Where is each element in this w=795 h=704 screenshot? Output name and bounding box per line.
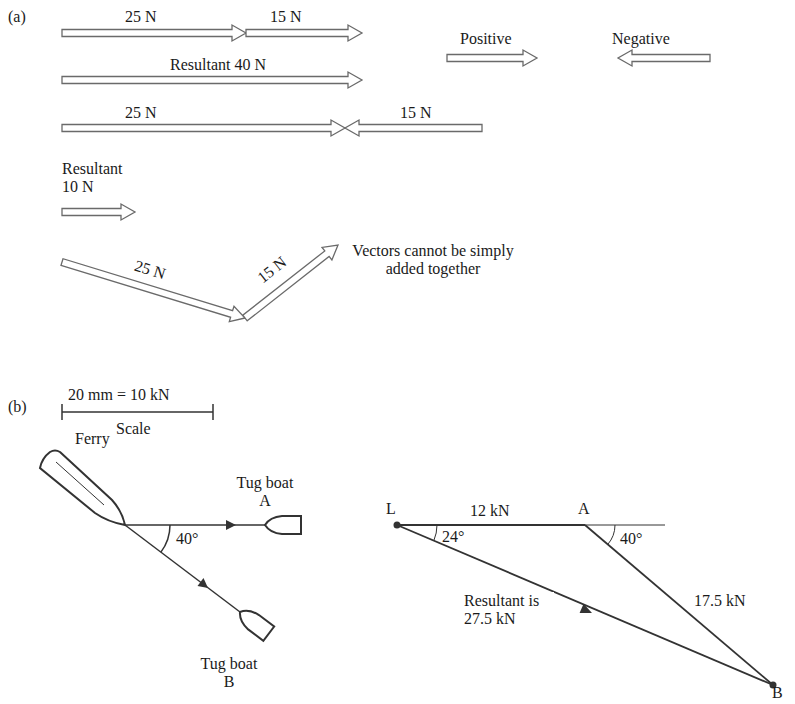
vector-label: Resultant is 27.5 kN	[462, 592, 554, 628]
vector-label: Tug boat A	[232, 474, 298, 510]
vector-label: Positive	[460, 30, 512, 48]
force-arrow	[246, 25, 362, 41]
tug-boat-shapes	[235, 516, 301, 641]
force-arrow	[447, 50, 537, 66]
vector-label: 12 kN	[470, 502, 510, 520]
vector-label: 40°	[176, 530, 198, 548]
triangle-points	[394, 522, 777, 689]
force-arrow	[62, 204, 135, 220]
vector-label: A	[578, 500, 590, 518]
vector-label: (b)	[8, 398, 27, 416]
vector-label: 20 mm = 10 kN	[68, 386, 169, 404]
vector-label: 24°	[442, 528, 464, 546]
force-arrow	[345, 120, 482, 136]
force-arrow	[62, 72, 362, 88]
vector-label: Vectors cannot be simply added together	[352, 242, 514, 278]
force-arrows	[61, 25, 710, 322]
vector-label: Tug boat B	[196, 655, 262, 691]
vector-label: Resultant 10 N	[62, 160, 136, 196]
vector-label: B	[772, 684, 783, 702]
force-arrow	[618, 50, 710, 66]
vector-label: 25 N	[132, 257, 167, 283]
vector-label: Resultant 40 N	[170, 56, 266, 74]
vector-label: 25 N	[125, 8, 157, 26]
vector-label: 25 N	[125, 104, 157, 122]
tow-lines	[125, 525, 265, 612]
force-arrow	[243, 245, 338, 321]
force-arrow	[62, 120, 345, 136]
vector-label: Negative	[612, 30, 670, 48]
vector-label: (a)	[8, 8, 26, 26]
vector-label: 17.5 kN	[694, 592, 746, 610]
vector-label: 15 N	[270, 8, 302, 26]
scale-bar	[62, 404, 213, 420]
vector-label: Ferry	[75, 430, 110, 448]
force-arrow	[62, 25, 246, 41]
vector-label: 40°	[620, 530, 642, 548]
vector-triangle	[397, 525, 773, 685]
vector-label: 15 N	[400, 104, 432, 122]
vector-label: Scale	[116, 420, 151, 438]
tow-arrowheads	[198, 520, 237, 588]
ferry-shape	[40, 451, 125, 526]
vector-label: L	[386, 500, 396, 518]
